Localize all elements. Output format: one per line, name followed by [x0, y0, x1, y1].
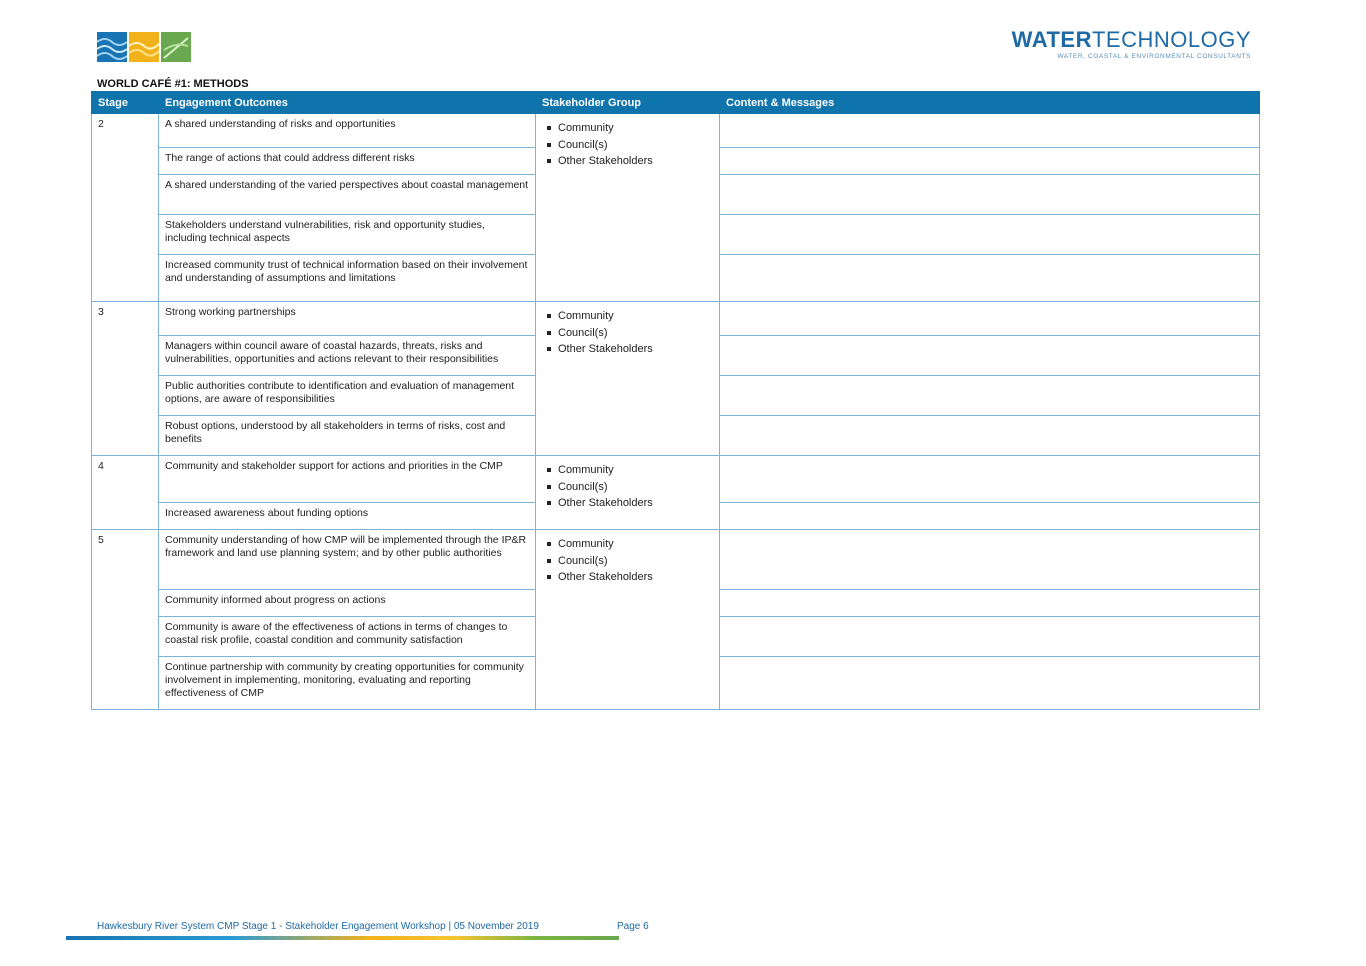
- list-item: Council(s): [542, 553, 713, 570]
- content-messages-cell: [719, 616, 1260, 657]
- outcome-cell: Increased awareness about funding option…: [158, 502, 536, 530]
- content-messages-cell: [719, 335, 1260, 376]
- list-item: Council(s): [542, 479, 713, 496]
- outcome-cell: Increased community trust of technical i…: [158, 254, 536, 302]
- list-item: Council(s): [542, 137, 713, 154]
- water-logo-icon: [97, 32, 127, 62]
- list-item: Community: [542, 120, 713, 137]
- outcome-cell: Managers within council aware of coastal…: [158, 335, 536, 376]
- outcome-cell: Community understanding of how CMP will …: [158, 529, 536, 590]
- list-item: Other Stakeholders: [542, 569, 713, 586]
- list-item: Community: [542, 308, 713, 325]
- table-row: 5 Community understanding of how CMP wil…: [91, 529, 1260, 710]
- stage-cell: 2: [91, 113, 159, 302]
- table-row: Increased community trust of technical i…: [92, 254, 1260, 302]
- stakeholder-group-cell: Community Council(s) Other Stakeholders: [535, 301, 720, 456]
- table-row: 2 A shared understanding of risks and op…: [91, 113, 1260, 302]
- stakeholder-group-cell: Community Council(s) Other Stakeholders: [535, 113, 720, 302]
- methods-table: Stage Engagement Outcomes Stakeholder Gr…: [91, 91, 1260, 710]
- outcome-cell: Stakeholders understand vulnerabilities,…: [158, 214, 536, 255]
- content-messages-cell: [719, 113, 1260, 148]
- content-messages-cell: [719, 656, 1260, 710]
- column-header-content-messages: Content & Messages: [719, 91, 1260, 114]
- environment-logo-icon: [161, 32, 191, 62]
- outcome-cell: Continue partnership with community by c…: [158, 656, 536, 710]
- column-header-stage: Stage: [91, 91, 159, 114]
- content-messages-cell: [719, 529, 1260, 590]
- outcome-cell: A shared understanding of the varied per…: [158, 174, 536, 215]
- content-messages-cell: [719, 301, 1260, 336]
- content-messages-cell: [719, 254, 1260, 302]
- table-row: 4 Community and stakeholder support for …: [91, 455, 1260, 530]
- footer-document-title: Hawkesbury River System CMP Stage 1 - St…: [97, 921, 539, 932]
- list-item: Community: [542, 536, 713, 553]
- footer-color-bar: [66, 936, 619, 940]
- stage-cell: 3: [91, 301, 159, 456]
- outcome-cell: Public authorities contribute to identif…: [158, 375, 536, 416]
- brand-name: WATERTECHNOLOGY: [1011, 27, 1251, 52]
- content-messages-cell: [719, 375, 1260, 416]
- outcome-cell: Community informed about progress on act…: [158, 589, 536, 617]
- table-row: Robust options, understood by all stakeh…: [92, 415, 1260, 456]
- outcome-cell: Community and stakeholder support for ac…: [158, 455, 536, 503]
- outcome-cell: Robust options, understood by all stakeh…: [158, 415, 536, 456]
- table-row: The range of actions that could address …: [92, 147, 1260, 175]
- column-header-engagement-outcomes: Engagement Outcomes: [158, 91, 536, 114]
- coastal-logo-icon: [129, 32, 159, 62]
- list-item: Other Stakeholders: [542, 153, 713, 170]
- company-logo-tiles: [97, 32, 191, 62]
- content-messages-cell: [719, 415, 1260, 456]
- outcome-cell: Community is aware of the effectiveness …: [158, 616, 536, 657]
- table-row: Community is aware of the effectiveness …: [92, 616, 1260, 657]
- content-messages-cell: [719, 502, 1260, 530]
- stakeholder-group-cell: Community Council(s) Other Stakeholders: [535, 455, 720, 530]
- table-row: Community informed about progress on act…: [92, 589, 1260, 617]
- list-item: Council(s): [542, 325, 713, 342]
- outcome-cell: Strong working partnerships: [158, 301, 536, 336]
- stakeholder-list: Community Council(s) Other Stakeholders: [542, 460, 713, 512]
- brand-tagline: WATER, COASTAL & ENVIRONMENTAL CONSULTAN…: [1057, 53, 1251, 60]
- content-messages-cell: [719, 455, 1260, 503]
- table-row: 3 Strong working partnerships Community …: [91, 301, 1260, 456]
- table-row: Managers within council aware of coastal…: [92, 335, 1260, 376]
- outcome-cell: The range of actions that could address …: [158, 147, 536, 175]
- brand-logo: WATERTECHNOLOGY WATER, COASTAL & ENVIRON…: [1011, 27, 1251, 61]
- stakeholder-list: Community Council(s) Other Stakeholders: [542, 118, 713, 170]
- column-header-stakeholder-group: Stakeholder Group: [535, 91, 720, 114]
- table-row: Public authorities contribute to identif…: [92, 375, 1260, 416]
- page-number: Page 6: [617, 921, 649, 932]
- content-messages-cell: [719, 589, 1260, 617]
- outcome-cell: A shared understanding of risks and oppo…: [158, 113, 536, 148]
- content-messages-cell: [719, 214, 1260, 255]
- stage-cell: 4: [91, 455, 159, 530]
- list-item: Other Stakeholders: [542, 341, 713, 358]
- stage-cell: 5: [91, 529, 159, 710]
- table-row: Continue partnership with community by c…: [92, 656, 1260, 710]
- stakeholder-group-cell: Community Council(s) Other Stakeholders: [535, 529, 720, 710]
- list-item: Other Stakeholders: [542, 495, 713, 512]
- table-header-row: Stage Engagement Outcomes Stakeholder Gr…: [91, 91, 1260, 114]
- table-row: Increased awareness about funding option…: [92, 502, 1260, 530]
- content-messages-cell: [719, 147, 1260, 175]
- list-item: Community: [542, 462, 713, 479]
- content-messages-cell: [719, 174, 1260, 215]
- stakeholder-list: Community Council(s) Other Stakeholders: [542, 306, 713, 358]
- stakeholder-list: Community Council(s) Other Stakeholders: [542, 534, 713, 586]
- section-title: WORLD CAFÉ #1: METHODS: [97, 78, 249, 90]
